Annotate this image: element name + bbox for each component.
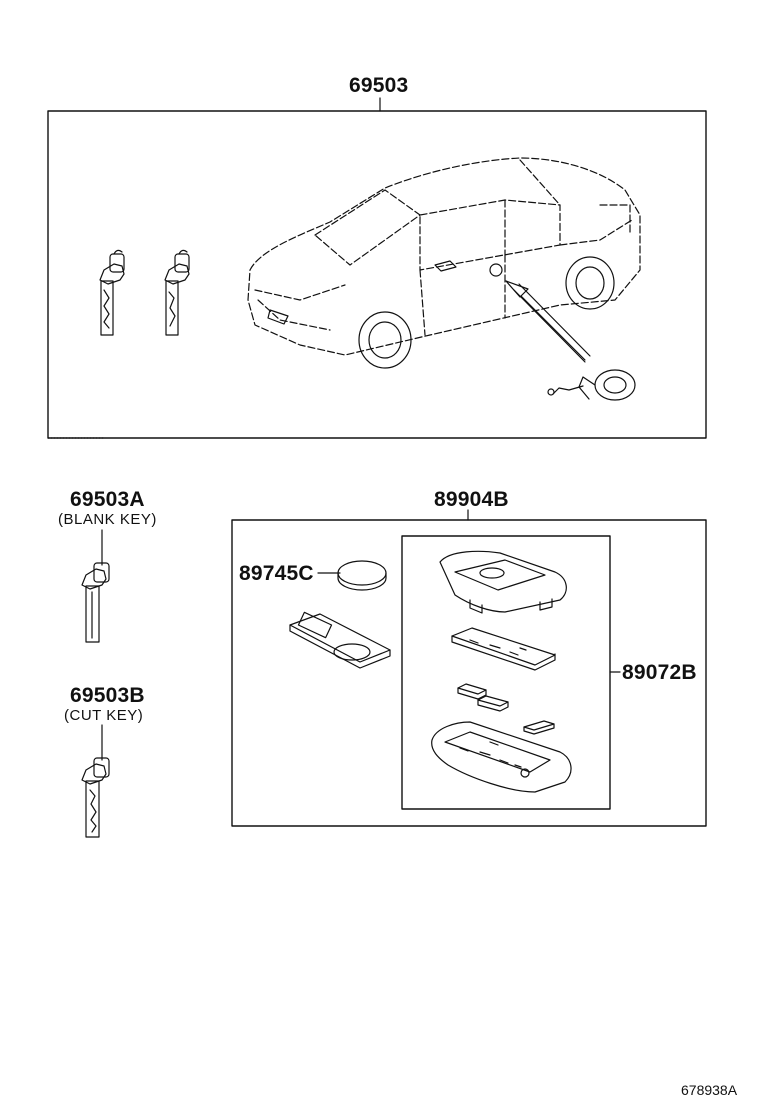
illustration-reference: 678938A — [681, 1082, 738, 1098]
transmitter-housing-box — [231, 519, 707, 827]
cut-key-note: (CUT KEY) — [64, 707, 144, 724]
blank-key-icon — [81, 562, 110, 643]
cut-key-part-number: 69503B — [70, 684, 145, 707]
transmitter-subassy-box — [401, 535, 611, 810]
battery-cover-icon — [289, 611, 391, 669]
key-icon-2 — [164, 249, 190, 336]
key-set-part-number: 69503 — [349, 74, 409, 97]
key-icon-1 — [99, 249, 125, 336]
transmitter-case-icon — [431, 721, 572, 793]
transmitter-top-cover-icon — [439, 550, 567, 614]
door-sensor-icon — [547, 369, 636, 401]
transmitter-housing-part-number: 89904B — [434, 488, 509, 511]
arrow-to-door-sensor — [505, 280, 591, 363]
car-illustration — [247, 157, 641, 356]
blank-key-part-number: 69503A — [70, 488, 145, 511]
battery-part-number: 89745C — [239, 562, 314, 585]
blank-key-note: (BLANK KEY) — [58, 511, 157, 528]
battery-icon — [337, 560, 387, 591]
car-wheels — [267, 256, 615, 369]
transmitter-board-icon — [451, 627, 556, 671]
cut-key-icon — [81, 757, 110, 838]
transmitter-buttons-icon — [457, 683, 555, 735]
key-set-box — [47, 110, 707, 439]
transmitter-subassy-part-number: 89072B — [622, 661, 697, 684]
